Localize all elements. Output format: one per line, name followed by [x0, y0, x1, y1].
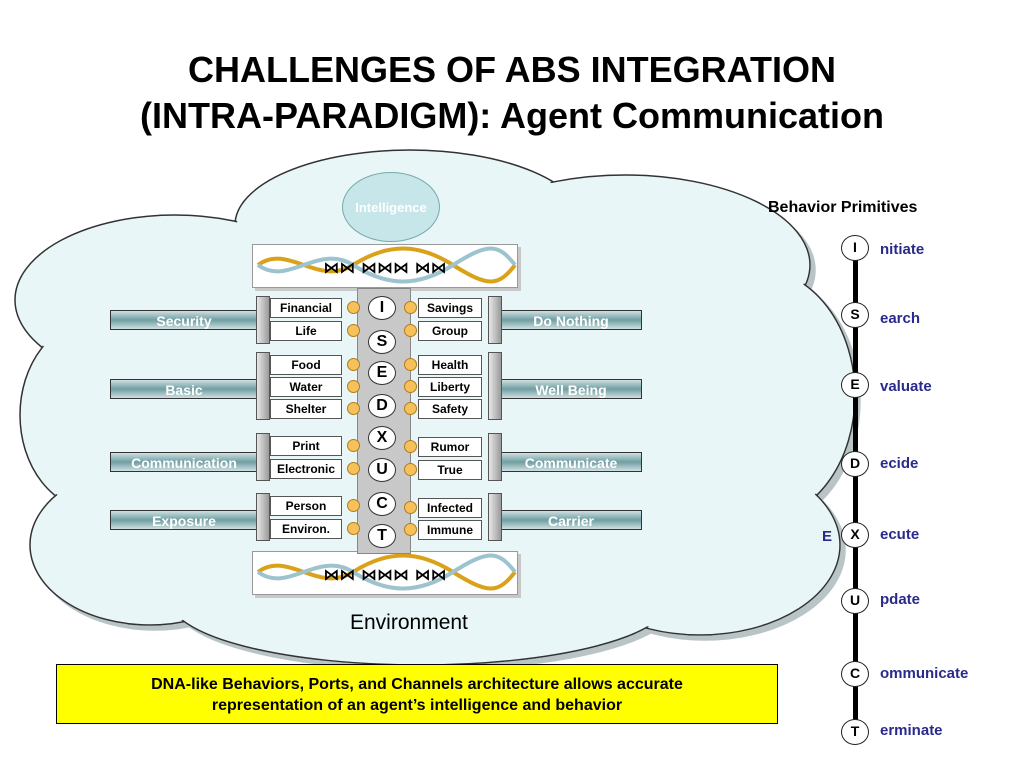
port-life: Life	[270, 321, 342, 341]
port-water: Water	[270, 377, 342, 397]
port-safety: Safety	[418, 399, 482, 419]
primitive-circle-d: D	[841, 451, 869, 477]
dna-band-bottom: ⋈⋈ ⋈⋈⋈ ⋈⋈	[252, 551, 518, 595]
port-immune: Immune	[418, 520, 482, 540]
port-true: True	[418, 460, 482, 480]
summary-note-line2: representation of an agent’s intelligenc…	[211, 697, 623, 714]
port-dot	[347, 402, 360, 415]
port-dot	[404, 324, 417, 337]
spine-letter-c: C	[368, 492, 396, 516]
port-liberty: Liberty	[418, 377, 482, 397]
port-infected: Infected	[418, 498, 482, 518]
port-electronic: Electronic	[270, 459, 342, 479]
primitive-word-execute: ecute	[880, 526, 920, 543]
primitive-word-terminate: erminate	[880, 722, 943, 739]
port-health: Health	[418, 355, 482, 375]
port-group: Group	[418, 321, 482, 341]
spine-letter-i: I	[368, 296, 396, 320]
port-group-tab	[256, 352, 270, 420]
port-dot	[404, 440, 417, 453]
intelligence-node: Intelligence	[342, 172, 440, 242]
primitive-word-update: pdate	[880, 591, 921, 608]
primitive-circle-e: E	[841, 372, 869, 398]
svg-text:⋈⋈ ⋈⋈⋈ ⋈⋈: ⋈⋈ ⋈⋈⋈ ⋈⋈	[323, 258, 446, 277]
port-savings: Savings	[418, 298, 482, 318]
slide-title-line2: (INTRA-PARADIGM): Agent Communication	[140, 95, 884, 136]
primitive-circle-u: U	[841, 588, 869, 614]
port-group-tab	[488, 352, 502, 420]
behavior-primitives-line	[853, 248, 858, 733]
port-dot	[347, 324, 360, 337]
primitive-circle-i: I	[841, 235, 869, 261]
port-dot	[347, 499, 360, 512]
primitive-circle-s: S	[841, 302, 869, 328]
primitive-word-search: earch	[880, 310, 921, 327]
port-dot	[347, 522, 360, 535]
port-group-tab	[488, 493, 502, 541]
svg-text:⋈⋈ ⋈⋈⋈ ⋈⋈: ⋈⋈ ⋈⋈⋈ ⋈⋈	[323, 565, 446, 584]
spine-letter-t: T	[368, 524, 396, 548]
port-rumor: Rumor	[418, 437, 482, 457]
channel-communication: Communication	[110, 452, 258, 472]
port-dot	[347, 358, 360, 371]
environment-label: Environment	[350, 611, 468, 634]
port-dot	[404, 380, 417, 393]
port-financial: Financial	[270, 298, 342, 318]
port-group-tab	[256, 433, 270, 481]
channel-basic: Basic	[110, 379, 258, 399]
port-group-tab	[488, 433, 502, 481]
primitive-circle-c: C	[841, 661, 869, 687]
port-dot	[347, 301, 360, 314]
port-food: Food	[270, 355, 342, 375]
channel-do-nothing: Do Nothing	[500, 310, 642, 330]
summary-note: DNA-like Behaviors, Ports, and Channels …	[56, 664, 778, 724]
port-person: Person	[270, 496, 342, 516]
channel-communicate: Communicate	[500, 452, 642, 472]
port-environ: Environ.	[270, 519, 342, 539]
primitive-word-evaluate: valuate	[880, 378, 932, 395]
dna-band-top: ⋈⋈ ⋈⋈⋈ ⋈⋈	[252, 244, 518, 288]
channel-exposure: Exposure	[110, 510, 258, 530]
primitive-word-initiate: nitiate	[880, 241, 925, 258]
port-shelter: Shelter	[270, 399, 342, 419]
primitive-execute-prefix: E	[822, 528, 833, 545]
primitive-circle-x: X	[841, 522, 869, 548]
behavior-primitives-title: Behavior Primitives	[768, 199, 918, 216]
primitive-word-communicate: ommunicate	[880, 665, 969, 682]
port-dot	[404, 463, 417, 476]
spine-letter-d: D	[368, 394, 396, 418]
port-dot	[347, 439, 360, 452]
spine-letter-x: X	[368, 426, 396, 450]
channel-security: Security	[110, 310, 258, 330]
channel-well-being: Well Being	[500, 379, 642, 399]
port-group-tab	[256, 493, 270, 541]
port-dot	[404, 523, 417, 536]
port-dot	[347, 380, 360, 393]
port-print: Print	[270, 436, 342, 456]
spine-letter-e: E	[368, 361, 396, 385]
port-group-tab	[256, 296, 270, 344]
channel-carrier: Carrier	[500, 510, 642, 530]
summary-note-line1: DNA-like Behaviors, Ports, and Channels …	[151, 676, 683, 693]
port-dot	[404, 402, 417, 415]
primitive-circle-t: T	[841, 719, 869, 745]
port-group-tab	[488, 296, 502, 344]
port-dot	[347, 462, 360, 475]
spine-letter-u: U	[368, 458, 396, 482]
port-dot	[404, 501, 417, 514]
slide-title-line1: CHALLENGES OF ABS INTEGRATION	[188, 49, 836, 90]
intelligence-label: Intelligence	[355, 199, 427, 215]
port-dot	[404, 301, 417, 314]
port-dot	[404, 358, 417, 371]
spine-letter-s: S	[368, 330, 396, 354]
primitive-word-decide: ecide	[880, 455, 919, 472]
